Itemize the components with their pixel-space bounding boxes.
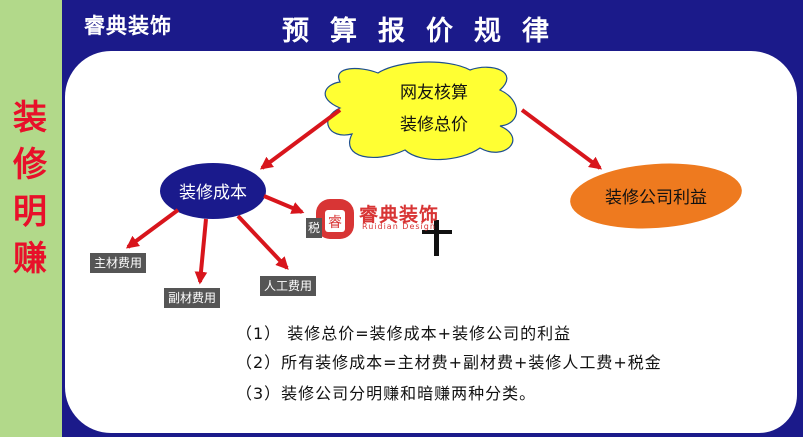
arrow-root-to-profit <box>520 108 603 170</box>
tag-aux-material: 副材费用 <box>164 288 221 308</box>
tag-tax: 税 <box>306 218 323 238</box>
tag-main-material: 主材费用 <box>90 253 147 273</box>
arrow-cost-to-aux <box>194 218 208 285</box>
tag-labor: 人工费用 <box>260 276 317 296</box>
profit-label: 装修公司利益 <box>605 188 707 208</box>
sidebar-char: 赚 <box>13 239 47 279</box>
watermark-bar-h <box>422 230 452 234</box>
watermark-bar-v <box>434 220 439 256</box>
root-label-1: 网友核算 <box>400 83 468 103</box>
arrow-root-to-cost <box>259 108 342 170</box>
brand-label: 睿典装饰 <box>84 14 172 38</box>
profit-ellipse <box>570 163 742 229</box>
sidebar-char: 明 <box>13 192 47 232</box>
watermark-sub: Ruidian Design <box>362 222 436 231</box>
sidebar-char: 装 <box>13 98 47 138</box>
left-sidebar <box>0 0 62 437</box>
arrow-cost-to-tax <box>263 194 305 214</box>
cost-label: 装修成本 <box>179 183 247 203</box>
root-cloud-shape <box>324 61 517 161</box>
arrow-cost-to-main <box>125 208 180 249</box>
root-label-2: 装修总价 <box>400 115 468 135</box>
arrow-cost-to-labor <box>236 214 289 270</box>
watermark-logo-inner <box>325 210 345 232</box>
sidebar-vertical-title: 装 修 明 赚 <box>8 95 52 283</box>
note-2: （2）所有装修成本=主材费+副材费+装修人工费+税金 <box>236 353 662 372</box>
page-title: 预算报价规律 <box>282 16 570 47</box>
top-bar <box>62 0 803 50</box>
sidebar-char: 修 <box>13 145 47 185</box>
watermark-logo-char: 睿 <box>328 215 342 231</box>
note-3: （3）装修公司分明赚和暗赚两种分类。 <box>236 384 537 403</box>
cost-ellipse <box>160 163 266 219</box>
watermark-name: 睿典装饰 <box>359 204 440 226</box>
note-1: （1） 装修总价=装修成本+装修公司的利益 <box>236 324 572 343</box>
